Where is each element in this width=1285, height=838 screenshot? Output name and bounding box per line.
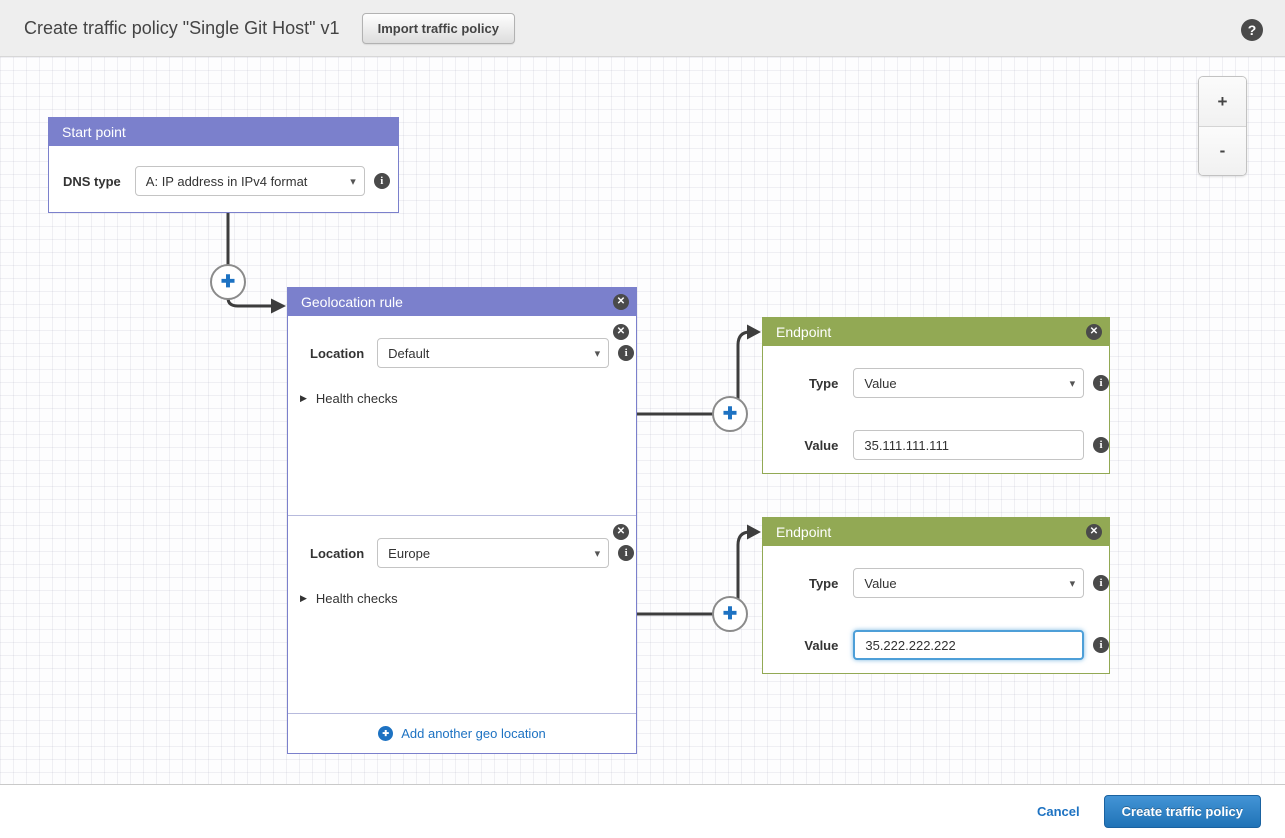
geolocation-rule-node: Geolocation rule ✕ ✕ Location Default ▾ … <box>287 287 637 754</box>
endpoint-node-1: Endpoint ✕ Type Value ▾ i Value i <box>762 317 1110 474</box>
create-traffic-policy-button[interactable]: Create traffic policy <box>1103 794 1261 828</box>
endpoint-value-label: Value <box>804 637 839 653</box>
endpoint-value-input-focused[interactable] <box>853 630 1085 660</box>
location-selected-value: Default <box>388 345 430 361</box>
endpoint-header: Endpoint ✕ <box>763 318 1109 346</box>
info-icon[interactable]: i <box>618 545 635 561</box>
policy-editor-canvas: + - Start point DNS type A: IP address i… <box>0 57 1285 785</box>
expander-triangle-icon: ▶ <box>300 393 307 403</box>
chevron-down-icon: ▾ <box>1069 577 1076 590</box>
endpoint-header: Endpoint ✕ <box>763 518 1109 546</box>
info-icon[interactable]: i <box>1093 437 1109 453</box>
endpoint-type-selected-value: Value <box>864 375 897 391</box>
info-icon[interactable]: i <box>373 173 390 189</box>
endpoint-node-2: Endpoint ✕ Type Value ▾ i Value i <box>762 517 1110 674</box>
endpoint-value-input[interactable] <box>853 430 1085 460</box>
location-select[interactable]: Default ▾ <box>377 338 610 368</box>
info-icon[interactable]: i <box>618 345 635 361</box>
chevron-down-icon: ▾ <box>1069 377 1076 390</box>
health-checks-label: Health checks <box>315 391 398 406</box>
endpoint-type-select[interactable]: Value ▾ <box>853 368 1085 398</box>
zoom-out-button[interactable]: - <box>1199 126 1246 175</box>
help-icon[interactable]: ? <box>1241 19 1263 41</box>
start-point-node: Start point DNS type A: IP address in IP… <box>48 117 399 213</box>
dns-type-select[interactable]: A: IP address in IPv4 format ▾ <box>134 166 365 196</box>
info-icon[interactable]: i <box>1093 375 1109 391</box>
location-selected-value: Europe <box>388 545 431 561</box>
geo-rule-row-default: ✕ Location Default ▾ i ▶ Health checks <box>288 316 636 515</box>
close-icon[interactable]: ✕ <box>613 324 629 340</box>
dns-type-selected-value: A: IP address in IPv4 format <box>145 173 308 189</box>
endpoint-type-label: Type <box>808 375 839 391</box>
plus-icon: ✚ <box>378 726 394 741</box>
info-icon[interactable]: i <box>1093 575 1109 591</box>
close-icon[interactable]: ✕ <box>613 524 629 540</box>
import-traffic-policy-button[interactable]: Import traffic policy <box>361 12 515 44</box>
location-label: Location <box>310 345 365 361</box>
endpoint-value-label: Value <box>804 437 839 453</box>
zoom-in-button[interactable]: + <box>1199 77 1246 126</box>
top-header-bar: Create traffic policy "Single Git Host" … <box>0 0 1285 57</box>
health-checks-expander[interactable]: ▶ Health checks <box>300 391 636 406</box>
cancel-link[interactable]: Cancel <box>1036 803 1080 819</box>
add-endpoint-connector-button[interactable]: ✚ <box>712 596 748 632</box>
close-icon[interactable]: ✕ <box>1086 524 1102 540</box>
health-checks-expander[interactable]: ▶ Health checks <box>300 591 636 606</box>
add-geo-location-label: Add another geo location <box>401 726 546 741</box>
health-checks-label: Health checks <box>315 591 398 606</box>
endpoint-type-label: Type <box>808 575 839 591</box>
geolocation-rule-title: Geolocation rule <box>301 294 403 310</box>
endpoint-title: Endpoint <box>776 524 832 540</box>
close-icon[interactable]: ✕ <box>613 294 629 310</box>
info-icon[interactable]: i <box>1093 637 1109 653</box>
endpoint-title: Endpoint <box>776 324 832 340</box>
dns-type-label: DNS type <box>63 173 121 189</box>
endpoint-type-select[interactable]: Value ▾ <box>853 568 1085 598</box>
start-point-header: Start point <box>49 118 398 146</box>
location-select[interactable]: Europe ▾ <box>377 538 610 568</box>
location-label: Location <box>310 545 365 561</box>
zoom-control: + - <box>1198 76 1247 176</box>
chevron-down-icon: ▾ <box>350 175 356 188</box>
expander-triangle-icon: ▶ <box>300 593 307 603</box>
close-icon[interactable]: ✕ <box>1086 324 1102 340</box>
add-geo-location-link[interactable]: ✚ Add another geo location <box>288 713 636 753</box>
add-endpoint-connector-button[interactable]: ✚ <box>712 396 748 432</box>
endpoint-type-selected-value: Value <box>864 575 897 591</box>
chevron-down-icon: ▾ <box>594 347 601 360</box>
chevron-down-icon: ▾ <box>594 547 601 560</box>
geo-rule-row-europe: ✕ Location Europe ▾ i ▶ Health checks <box>288 515 636 715</box>
footer-action-bar: Cancel Create traffic policy <box>0 785 1285 837</box>
geolocation-rule-header: Geolocation rule ✕ <box>288 288 636 316</box>
add-rule-connector-button[interactable]: ✚ <box>210 264 246 300</box>
page-title: Create traffic policy "Single Git Host" … <box>24 17 340 38</box>
